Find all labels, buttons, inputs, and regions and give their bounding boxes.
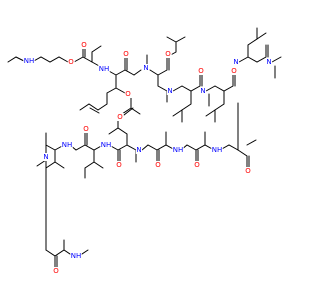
- atom-label-background: [124, 90, 132, 98]
- atom-label-background: [197, 67, 205, 75]
- atom-label-layer: NH O O NH O N O O O N O N O N N O NH O N…: [23, 41, 273, 275]
- atom-n-methyl-2: N: [167, 87, 172, 95]
- atom-label-background: [166, 87, 174, 95]
- atom-o-amide-2: O: [165, 50, 171, 58]
- atom-nh-methylamino-2: NH: [71, 252, 82, 260]
- atom-label-background: [211, 146, 223, 154]
- atom-nh-amide-4: NH: [101, 141, 112, 149]
- atom-o-amide-4: O: [231, 67, 237, 75]
- atom-o-acetyl-2: O: [117, 113, 123, 121]
- atom-o-amide-3: O: [198, 67, 204, 75]
- atom-o-amide-6: O: [194, 161, 200, 169]
- atom-nh-amide-1: NH: [99, 65, 110, 73]
- atom-label-background: [142, 64, 150, 72]
- atom-label-background: [265, 58, 273, 66]
- molecule-canvas: NH O O NH O N O O O N O N O N N O NH O N…: [7, 27, 282, 275]
- atom-o-ester-carbonyl: O: [81, 41, 87, 49]
- atom-label-background: [172, 146, 184, 154]
- atom-label-background: [82, 125, 90, 133]
- atom-o-amide-8: O: [116, 161, 122, 169]
- atom-label-background: [244, 167, 252, 175]
- atom-nh-amide-3: NH: [173, 146, 184, 154]
- atom-label-background: [135, 146, 143, 154]
- atom-o-amide-10: O: [53, 267, 59, 275]
- atom-label-background: [98, 65, 110, 73]
- atom-n-methyl-1: N: [143, 64, 148, 72]
- atom-label-background: [70, 252, 82, 260]
- bond-layer: [7, 27, 282, 269]
- atom-label-background: [164, 50, 172, 58]
- atom-nh-amide-5: NH: [62, 141, 73, 149]
- atom-o-ester-1: O: [68, 58, 74, 66]
- atom-n-methyl-7: N: [43, 153, 48, 161]
- molecule-structure: NH O O NH O N O O O N O N O N N O NH O N…: [7, 27, 282, 275]
- atom-o-amide-1: O: [123, 50, 129, 58]
- atom-label-background: [199, 87, 207, 95]
- atom-nh-methylamino: NH: [24, 57, 35, 65]
- atom-nh-amide-2: NH: [212, 146, 223, 154]
- atom-o-amide-9: O: [83, 125, 89, 133]
- atom-label-background: [154, 161, 162, 169]
- atom-label-background: [52, 267, 60, 275]
- atom-n-methyl-6: N: [136, 146, 141, 154]
- atom-o-amide-7: O: [155, 161, 161, 169]
- atom-label-background: [115, 161, 123, 169]
- atom-n-methyl-3: N: [200, 87, 205, 95]
- atom-o-acetyl-1: O: [125, 90, 131, 98]
- atom-label-background: [232, 58, 240, 66]
- atom-o-amide-5: O: [245, 167, 251, 175]
- atom-label-background: [67, 58, 75, 66]
- atom-n-methyl-4: N: [233, 58, 238, 66]
- atom-label-background: [116, 113, 124, 121]
- atom-label-background: [122, 50, 130, 58]
- atom-label-background: [80, 41, 88, 49]
- atom-label-background: [100, 141, 112, 149]
- atom-n-methyl-5: N: [266, 58, 271, 66]
- atom-label-background: [61, 141, 73, 149]
- atom-label-background: [23, 57, 35, 65]
- atom-label-background: [42, 153, 50, 161]
- atom-label-background: [193, 161, 201, 169]
- atom-label-background: [230, 67, 238, 75]
